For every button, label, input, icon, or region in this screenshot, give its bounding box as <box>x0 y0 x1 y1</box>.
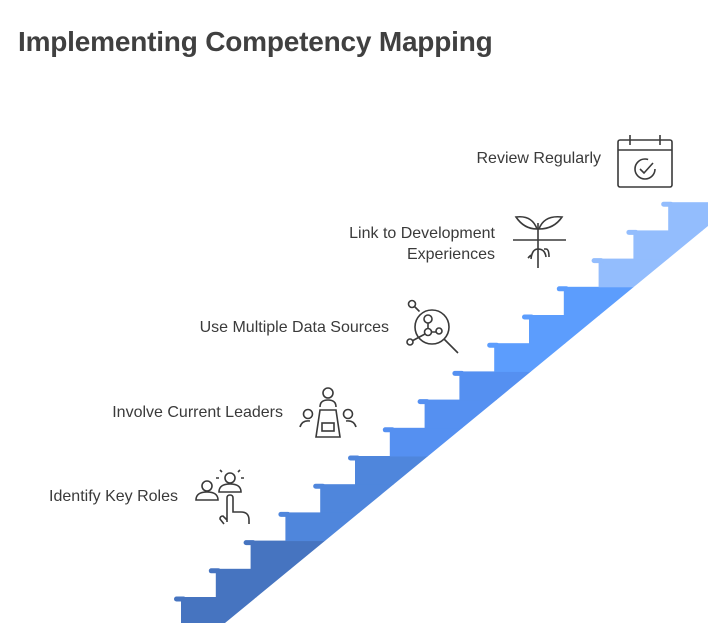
stair-nosing <box>556 286 569 292</box>
stair-nosing <box>591 258 604 264</box>
stair-step <box>529 315 724 344</box>
step-label-identify-key-roles: Identify Key Roles <box>49 488 178 505</box>
stair-step <box>250 540 724 570</box>
stair-step <box>424 399 724 429</box>
stair-step <box>633 230 724 260</box>
stair-nosing <box>348 455 360 461</box>
stair-step <box>181 597 724 623</box>
stair-nosing <box>417 399 430 405</box>
stair-nosing <box>661 201 674 207</box>
person-select-icon <box>195 469 250 525</box>
stair-nosing <box>174 596 186 602</box>
stair-nosing <box>452 370 465 376</box>
step-label-review-regularly: Review Regularly <box>476 150 602 167</box>
stair-nosing <box>626 229 639 235</box>
stair-nosing <box>278 511 291 517</box>
stair-step <box>355 456 724 485</box>
stair-step <box>285 512 724 542</box>
page-title: Implementing Competency Mapping <box>18 26 493 57</box>
step-label-involve-current-leaders: Involve Current Leaders <box>112 404 283 421</box>
label-line-1: Link to Development <box>349 225 495 242</box>
stair-step <box>598 258 724 288</box>
stair-nosing <box>522 314 534 320</box>
stair-step <box>494 343 724 372</box>
data-search-icon <box>406 299 459 354</box>
stair-step <box>320 484 724 513</box>
stair-step <box>668 202 724 231</box>
stair-step <box>563 286 724 316</box>
stair-nosing <box>243 540 256 546</box>
stair-nosing <box>208 568 221 574</box>
label-line-2: Experiences <box>406 246 495 263</box>
stair-nosing <box>313 483 326 489</box>
stair-nosing <box>487 342 500 348</box>
step-label-link-to-development: Link to Development Experiences <box>349 223 495 265</box>
step-label-use-multiple-data-sources: Use Multiple Data Sources <box>199 319 389 336</box>
meeting-table-icon <box>299 387 357 438</box>
stair-step <box>459 371 724 401</box>
plant-roots-icon <box>513 215 566 268</box>
calendar-check-icon <box>617 135 673 188</box>
stair-step <box>389 427 724 457</box>
stair-step <box>215 568 724 598</box>
stair-nosing <box>382 427 395 433</box>
